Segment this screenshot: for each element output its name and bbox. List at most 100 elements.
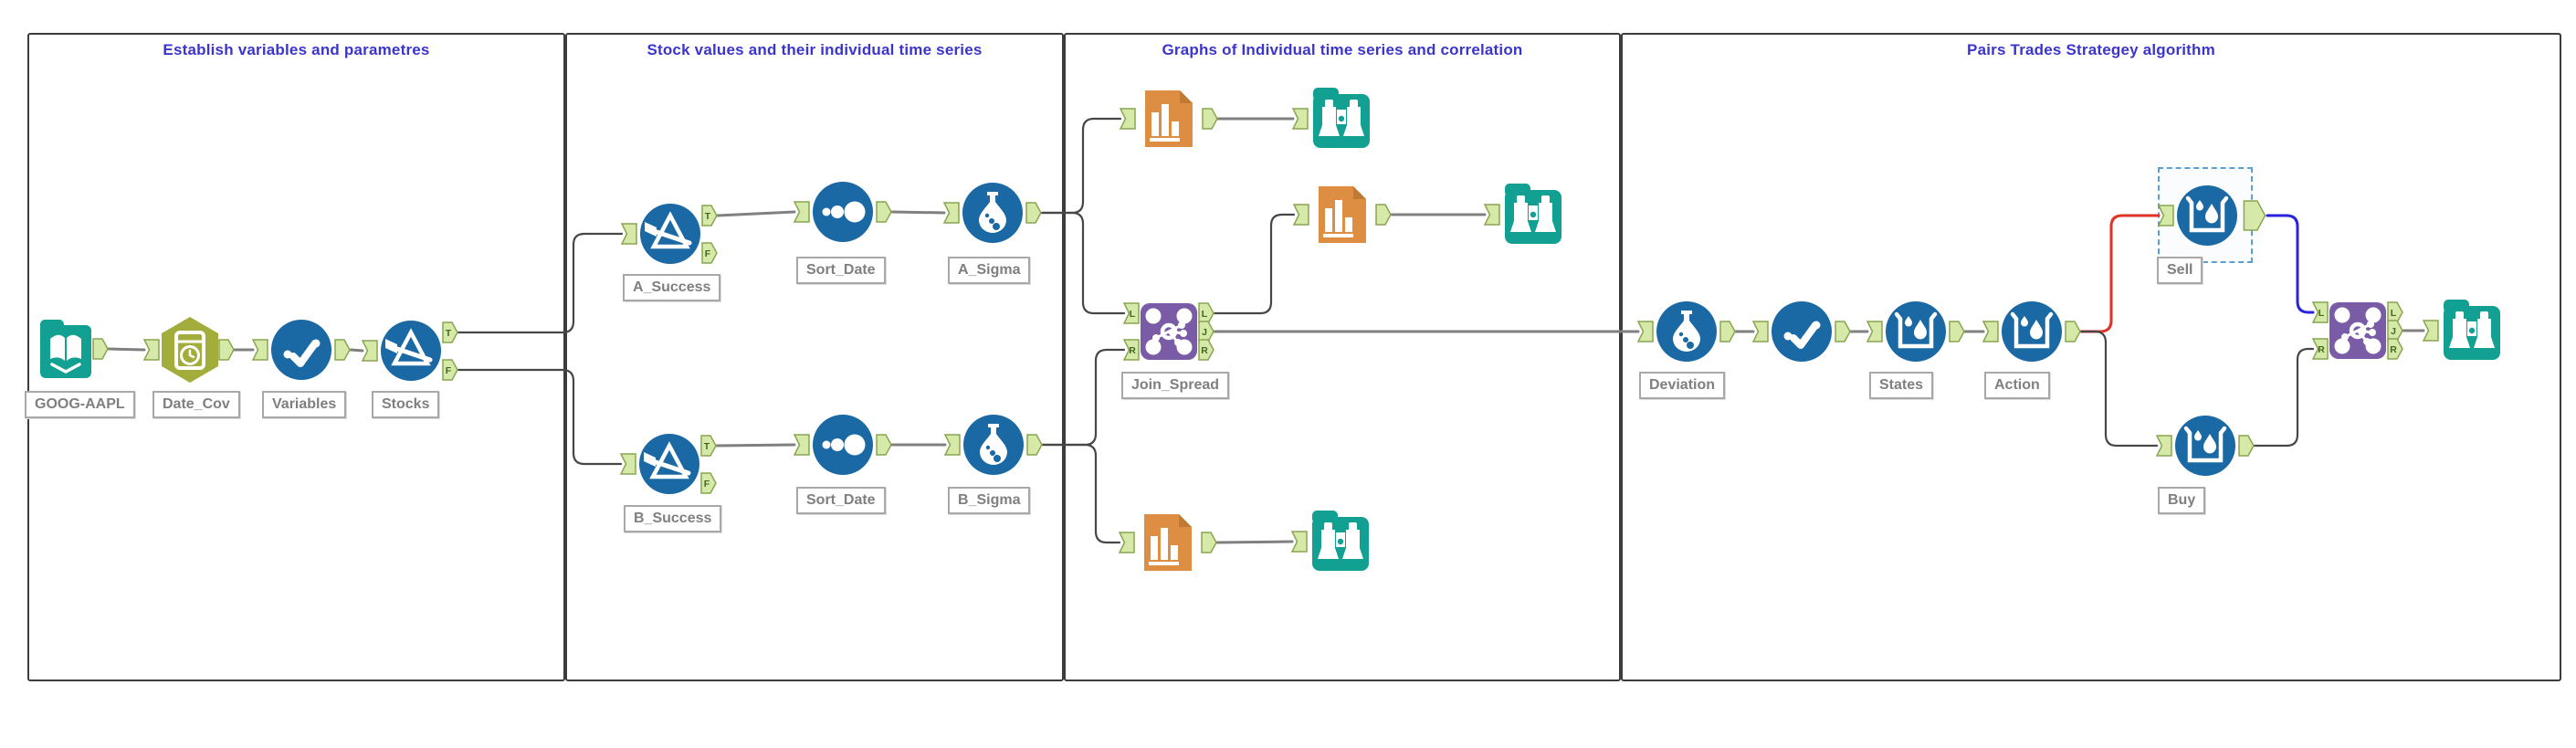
input-anchor[interactable] (361, 340, 378, 362)
output-anchor[interactable] (876, 201, 892, 223)
input-anchor[interactable] (1118, 532, 1135, 553)
wire-a_sigma-chart_a[interactable] (1040, 117, 1122, 215)
input-anchor[interactable] (2311, 338, 2329, 360)
input-anchor[interactable] (793, 201, 810, 223)
output-anchor[interactable] (1198, 302, 1214, 324)
input-anchor[interactable] (793, 434, 810, 456)
output-anchor[interactable] (1375, 204, 1392, 226)
output-anchor[interactable] (334, 339, 351, 361)
tool-a-success[interactable]: TF (620, 204, 718, 264)
tool-label-variables[interactable]: Variables (262, 391, 347, 418)
tool-chart-b[interactable] (1118, 514, 1217, 571)
wire-buy-join_final[interactable] (2253, 347, 2315, 448)
input-anchor[interactable] (619, 453, 636, 475)
output-anchor[interactable] (700, 435, 717, 457)
wire-b_success-sort_date_b[interactable] (715, 443, 796, 448)
output-anchor[interactable] (1949, 321, 1965, 342)
input-anchor[interactable] (142, 339, 160, 361)
tool-goog-aapl[interactable] (40, 320, 109, 378)
tool-browse-b[interactable] (1290, 511, 1369, 571)
wire-stocks-b_success[interactable] (457, 368, 623, 466)
input-anchor[interactable] (2311, 301, 2329, 323)
output-anchor[interactable] (1025, 202, 1042, 224)
tool-browse-a[interactable] (1291, 88, 1370, 148)
tool-buy[interactable] (2155, 416, 2255, 476)
tool-chart-corr[interactable] (1292, 186, 1392, 243)
output-anchor[interactable] (701, 205, 718, 227)
wire-sort_date_a-a_sigma[interactable] (890, 210, 946, 215)
output-anchor[interactable] (2387, 320, 2403, 342)
input-anchor[interactable] (251, 339, 268, 361)
input-anchor[interactable] (2422, 320, 2439, 342)
output-anchor[interactable] (442, 321, 458, 343)
output-anchor[interactable] (700, 472, 717, 494)
output-anchor[interactable] (1201, 532, 1217, 553)
output-anchor[interactable] (218, 339, 235, 361)
tool-sort-date-a[interactable] (793, 182, 892, 242)
wire-variables-stocks[interactable] (349, 348, 364, 353)
tool-label-stocks[interactable]: Stocks (372, 391, 440, 418)
tool-select-action[interactable] (1751, 301, 1851, 362)
wire-sell-join_final[interactable] (2266, 214, 2315, 314)
tool-label-buy[interactable]: Buy (2158, 487, 2206, 514)
output-anchor[interactable] (876, 434, 892, 456)
tool-sell[interactable] (2157, 185, 2266, 246)
input-anchor[interactable] (1636, 321, 1654, 342)
output-anchor[interactable] (1719, 321, 1736, 342)
wire-goog_aapl-date_cov[interactable] (107, 347, 146, 352)
tool-label-states[interactable]: States (1869, 372, 1934, 399)
input-anchor[interactable] (943, 434, 961, 456)
tool-label-goog-aapl[interactable]: GOOG-AAPL (25, 391, 135, 418)
tool-label-join-spread[interactable]: Join_Spread (1121, 372, 1230, 399)
output-anchor[interactable] (1198, 321, 1214, 342)
output-anchor[interactable] (2238, 435, 2255, 457)
input-anchor[interactable] (1982, 321, 1999, 342)
input-anchor[interactable] (1292, 204, 1309, 226)
tool-label-b-success[interactable]: B_Success (624, 505, 722, 532)
input-anchor[interactable] (1119, 108, 1136, 130)
tool-a-sigma[interactable] (942, 183, 1042, 243)
wire-a_sigma-join_spread[interactable] (1040, 211, 1126, 315)
tool-label-a-sigma[interactable]: A_Sigma (948, 257, 1031, 284)
tool-label-sell[interactable]: Sell (2157, 257, 2203, 284)
tool-label-sort-date-b[interactable]: Sort_Date (796, 487, 886, 514)
input-anchor[interactable] (2157, 205, 2174, 227)
tool-label-action[interactable]: Action (1984, 372, 2050, 399)
input-anchor[interactable] (942, 202, 960, 224)
tool-sort-date-b[interactable] (793, 415, 892, 475)
input-anchor[interactable] (1751, 321, 1769, 342)
tool-variables[interactable] (251, 320, 351, 380)
input-anchor[interactable] (620, 223, 637, 245)
input-anchor[interactable] (2155, 435, 2172, 457)
output-anchor[interactable] (2387, 301, 2403, 323)
output-anchor[interactable] (2243, 200, 2266, 231)
input-anchor[interactable] (1866, 321, 1883, 342)
input-anchor[interactable] (1483, 204, 1500, 226)
input-anchor[interactable] (1122, 339, 1140, 361)
tool-label-sort-date-a[interactable]: Sort_Date (796, 257, 886, 284)
tool-label-deviation[interactable]: Deviation (1639, 372, 1726, 399)
output-anchor[interactable] (1202, 108, 1218, 130)
output-anchor[interactable] (1026, 434, 1043, 456)
wire-action-buy[interactable] (2079, 330, 2159, 448)
tool-label-a-success[interactable]: A_Success (623, 274, 721, 301)
tool-stocks[interactable]: TF (361, 321, 458, 381)
output-anchor[interactable] (2065, 321, 2081, 342)
output-anchor[interactable] (701, 242, 718, 264)
tool-browse-corr[interactable] (1483, 184, 1561, 244)
wire-chart_b-browse_b[interactable] (1215, 540, 1294, 544)
tool-b-success[interactable]: TF (619, 434, 717, 494)
tool-label-date-cov[interactable]: Date_Cov (152, 391, 240, 418)
output-anchor[interactable] (1198, 339, 1214, 361)
tool-date-cov[interactable] (142, 317, 235, 383)
tool-action[interactable] (1982, 301, 2081, 362)
tool-states[interactable] (1866, 301, 1965, 362)
wire-join_spread-chart_corr[interactable] (1213, 213, 1296, 315)
wire-stocks-a_success[interactable] (457, 232, 624, 334)
wire-a_success-sort_date_a[interactable] (716, 210, 796, 217)
output-anchor[interactable] (1835, 321, 1851, 342)
wire-b_sigma-join_spread[interactable] (1041, 348, 1126, 447)
tool-label-b-sigma[interactable]: B_Sigma (948, 487, 1031, 514)
